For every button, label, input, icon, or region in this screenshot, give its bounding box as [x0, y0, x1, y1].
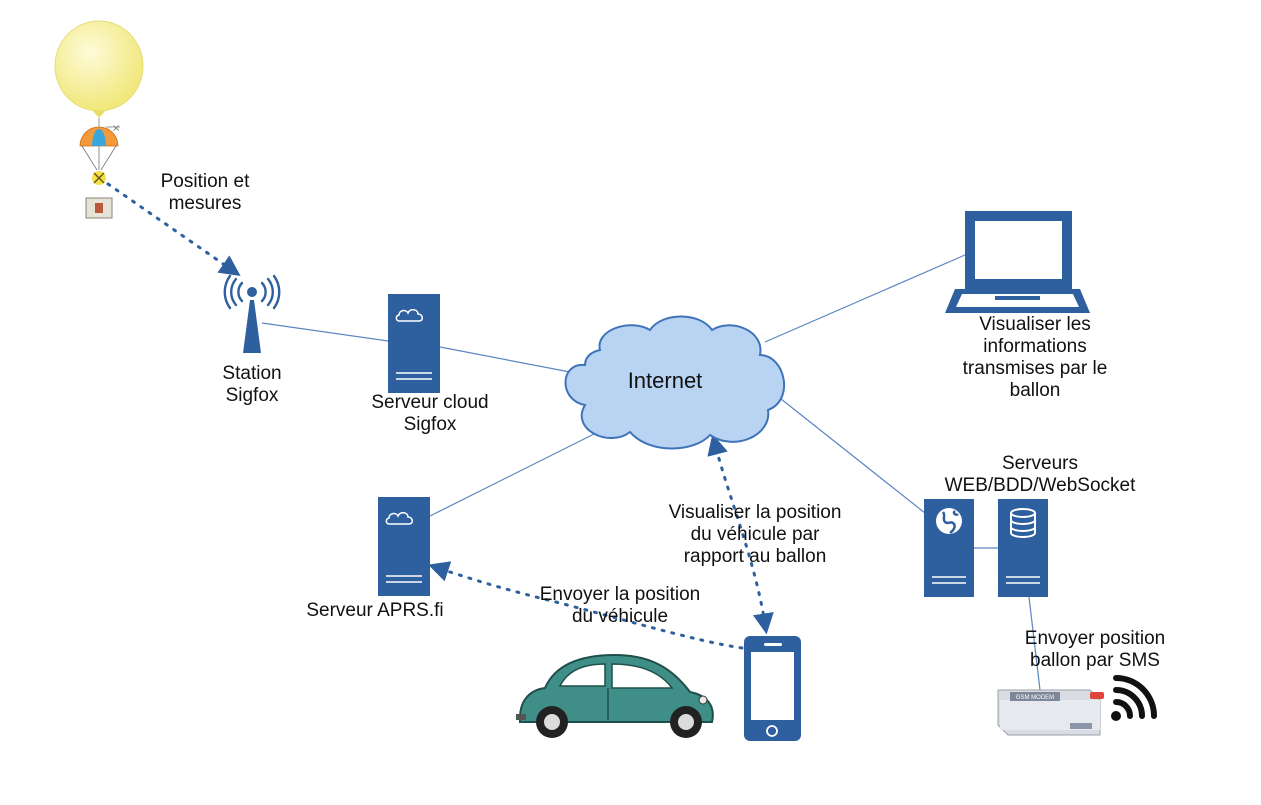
server-icon [388, 294, 440, 393]
cloud-icon [564, 315, 786, 450]
link-cloudserver-internet [439, 346, 571, 373]
dotted-links [106, 182, 774, 650]
gsm-modem-icon: GSM MODEM [997, 689, 1104, 736]
label-send-sms: Envoyer position ballon par SMS [1024, 628, 1166, 671]
label-station-sigfox: Station Sigfox [222, 363, 282, 406]
link-internet-aprs [429, 426, 609, 517]
label-view-vehicle-position: Visualiser la position du véhicule par r… [668, 502, 842, 567]
globe-icon [924, 499, 974, 597]
label-aprs-server: Serveur APRS.fi [306, 600, 444, 621]
solid-links [261, 254, 1041, 691]
arrow-phone-internet [707, 433, 774, 635]
gsm-modem-label: GSM MODEM [1016, 695, 1054, 701]
laptop-icon [945, 211, 1090, 313]
label-position-measures: Position et mesures [160, 171, 250, 214]
antenna-icon [223, 274, 281, 353]
balloon-icon [54, 20, 144, 128]
car-icon [516, 653, 714, 738]
label-send-vehicle-position: Envoyer la position du véhicule [539, 584, 701, 627]
link-server-modem [1028, 596, 1041, 691]
svg-text:×: × [112, 123, 120, 134]
arrow-phone-to-aprs [428, 561, 744, 650]
link-internet-servers [775, 394, 931, 518]
label-servers: Serveurs WEB/BDD/WebSocket [944, 453, 1136, 496]
label-cloud-server: Serveur cloud Sigfox [371, 392, 489, 435]
link-internet-laptop [764, 254, 966, 343]
parachute-icon: × [79, 123, 120, 219]
label-view-info: Visualiser les informations transmises p… [962, 314, 1108, 401]
label-internet: Internet [627, 368, 703, 393]
database-icon [998, 499, 1048, 597]
aprs-server-icon [378, 497, 430, 596]
wifi-icon [1111, 675, 1157, 721]
link-station-cloudserver [261, 322, 389, 342]
smartphone-icon [744, 636, 801, 741]
